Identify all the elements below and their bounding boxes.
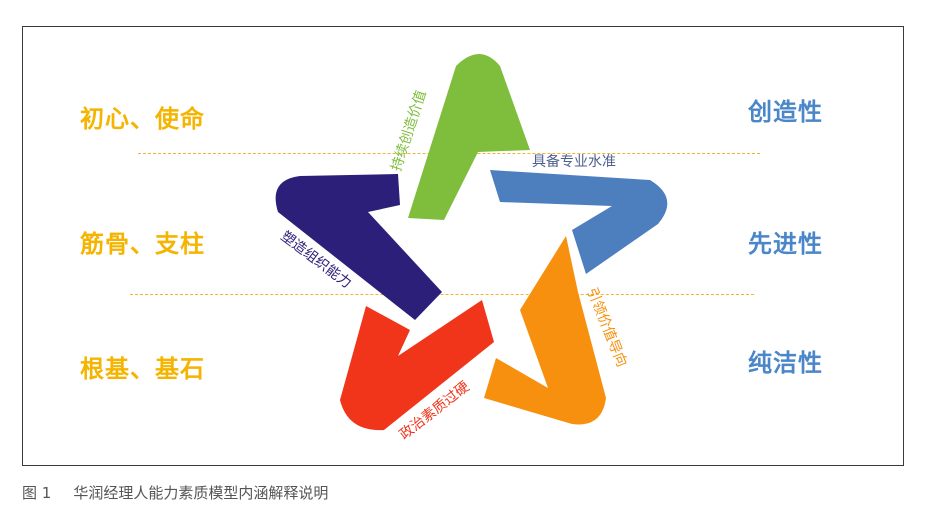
left-label-pillar: 筋骨、支柱 <box>80 229 205 258</box>
star-arm-orange <box>484 236 606 425</box>
left-label-mission: 初心、使命 <box>80 104 205 133</box>
left-label-foundation: 根基、基石 <box>80 354 205 383</box>
right-label-purity: 纯洁性 <box>748 348 823 377</box>
arm-label-green: 持续创造价值 <box>388 88 430 173</box>
star-arm-purple <box>275 174 442 320</box>
right-label-creativity: 创造性 <box>748 97 823 126</box>
star-arm-blue <box>490 170 668 274</box>
figure-caption: 图 1 华润经理人能力素质模型内涵解释说明 <box>22 482 350 503</box>
caption-figure-number: 图 1 <box>22 484 52 502</box>
star-arm-red <box>340 300 494 431</box>
right-label-advanced: 先进性 <box>748 229 823 258</box>
divider-line-bottom <box>130 294 754 295</box>
star-arm-green <box>408 54 530 220</box>
caption-text: 华润经理人能力素质模型内涵解释说明 <box>73 484 329 502</box>
arm-label-blue: 具备专业水准 <box>532 153 616 170</box>
